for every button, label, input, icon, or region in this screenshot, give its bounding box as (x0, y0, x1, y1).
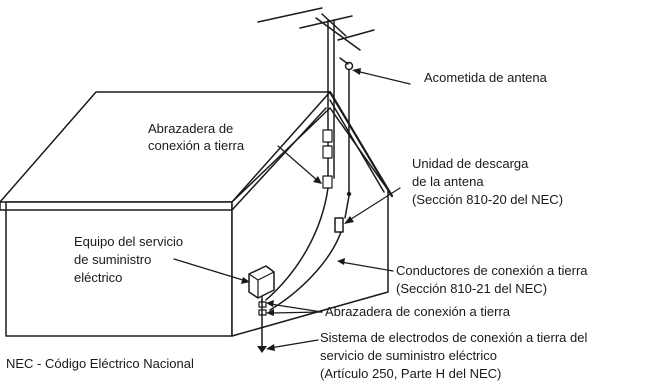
label-service-equipment-1: Equipo del servicio (74, 234, 183, 249)
leader-antenna-lead-in (355, 70, 411, 85)
callout-labels: Acometida de antena Abrazadera de conexi… (6, 70, 588, 381)
label-antenna-lead-in: Acometida de antena (424, 70, 548, 85)
label-ground-clamp-top-1: Abrazadera de (148, 121, 233, 136)
service-equipment (248, 265, 275, 303)
nec-footnote: NEC - Código Eléctrico Nacional (6, 356, 194, 371)
leader-electrode-system (269, 339, 319, 349)
mast-clamp (322, 129, 333, 143)
leader-lines (173, 68, 411, 351)
label-ground-clamp-bottom: Abrazadera de conexión a tierra (325, 304, 511, 319)
grounding-conductors (265, 187, 342, 311)
mast-clamp (322, 145, 333, 159)
label-service-equipment-3: eléctrico (74, 270, 122, 285)
house-front-wall (5, 201, 233, 337)
house-gable-edge-inner (329, 99, 385, 193)
mast-ground-conductor (265, 187, 329, 301)
antenna-element (257, 7, 323, 23)
house-gable-edge (328, 90, 394, 198)
antenna-boom (315, 17, 361, 51)
leader-rod-clamp-2 (269, 311, 323, 314)
leader-discharge-unit (347, 187, 401, 222)
house-gable-trim (231, 107, 327, 211)
leader-mast-clamp (277, 145, 319, 182)
lead-in-entry (346, 191, 352, 197)
leader-service-equipment (173, 258, 247, 282)
antenna-discharge-unit (334, 217, 344, 233)
leader-rod-clamp-1 (269, 303, 323, 313)
label-discharge-unit-1: Unidad de descarga (412, 156, 529, 171)
ground-rod (257, 299, 267, 353)
mast-clamp (322, 175, 333, 189)
label-service-equipment-2: de suministro (74, 252, 151, 267)
ground-rod-tip (257, 346, 267, 353)
lead-in-wire (344, 195, 350, 219)
label-grounding-conductors-2: (Sección 810-21 del NEC) (396, 281, 547, 296)
house-eave (0, 201, 233, 211)
lead-in-wire (339, 57, 349, 65)
label-electrode-system-1: Sistema de electrodos de conexión a tier… (320, 330, 587, 345)
antenna-element (299, 15, 353, 29)
label-grounding-conductors-1: Conductores de conexión a tierra (396, 263, 588, 278)
label-discharge-unit-3: (Sección 810-20 del NEC) (412, 192, 563, 207)
antenna (257, 7, 375, 219)
leader-grounding-conductors (340, 261, 394, 272)
label-electrode-system-2: servicio de suministro eléctrico (320, 348, 497, 363)
mast-ground-clamps (322, 129, 333, 189)
label-discharge-unit-2: de la antena (412, 174, 484, 189)
service-box (248, 265, 275, 299)
label-ground-clamp-top-2: conexión a tierra (148, 138, 245, 153)
label-electrode-system-3: (Artículo 250, Parte H del NEC) (320, 366, 501, 381)
discharge-ground-conductor (269, 231, 342, 311)
